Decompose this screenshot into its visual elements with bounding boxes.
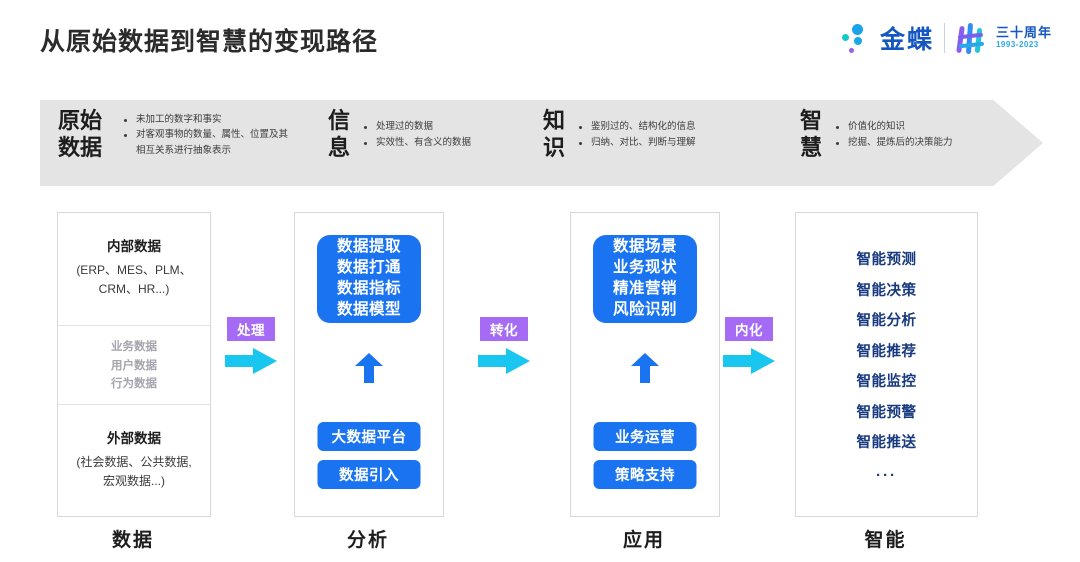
internal-data-section: 内部数据 (ERP、MES、PLM、 CRM、HR...) bbox=[58, 213, 210, 325]
data-type-item: 用户数据 bbox=[111, 359, 157, 372]
stage-title: 智 慧 bbox=[800, 108, 823, 160]
column-label-analysis: 分析 bbox=[346, 530, 389, 551]
application-strategy-pill: 策略支持 bbox=[593, 460, 697, 489]
bullet-dot-icon bbox=[579, 126, 583, 130]
intelligence-item: 智能推荐 bbox=[856, 343, 917, 360]
column-analysis: 数据提取 数据打通 数据指标 数据模型 大数据平台 数据引入 bbox=[294, 212, 444, 517]
intelligence-item: 智能预警 bbox=[856, 404, 917, 421]
up-arrow-icon bbox=[355, 353, 383, 383]
stage-title: 信 息 bbox=[328, 108, 351, 160]
analysis-capability-card: 数据提取 数据打通 数据指标 数据模型 bbox=[317, 235, 421, 323]
analysis-ingest-pill: 数据引入 bbox=[317, 460, 421, 489]
page-title: 从原始数据到智慧的变现路径 bbox=[40, 28, 379, 56]
external-data-section: 外部数据 (社会数据、公共数据, 宏观数据...) bbox=[58, 405, 210, 515]
connector-internalize: 内化 bbox=[718, 317, 780, 374]
bullet-dot-icon bbox=[836, 141, 840, 145]
anniversary-years: 1993-2023 bbox=[995, 39, 1039, 49]
data-type-item: 行为数据 bbox=[111, 378, 157, 391]
bullet-dot-icon bbox=[836, 126, 840, 130]
stage-bullets: 价值化的知识 挖掘、提炼后的决策能力 bbox=[836, 119, 953, 150]
stage-bullets: 未加工的数字和事实 对客观事物的数量、属性、位置及其相互关系进行抽象表示 bbox=[124, 112, 288, 158]
data-types-section: 业务数据 用户数据 行为数据 bbox=[58, 325, 210, 405]
intelligence-item: 智能监控 bbox=[856, 374, 917, 390]
up-arrow-icon bbox=[631, 353, 659, 383]
intelligence-list: 智能预测 智能决策 智能分析 智能推荐 智能监控 智能预警 智能推送 ··· bbox=[796, 213, 977, 484]
column-label-intelligence: 智能 bbox=[864, 530, 907, 551]
intelligence-item: 智能分析 bbox=[856, 313, 917, 329]
connector-process: 处理 bbox=[220, 317, 282, 374]
analysis-platform-pill: 大数据平台 bbox=[317, 422, 421, 451]
stage-title: 知 识 bbox=[543, 108, 566, 160]
brand-logo: 金蝶 三十周年 1993-2023 bbox=[840, 18, 1052, 58]
column-label-application: 应用 bbox=[622, 530, 665, 551]
stage-knowledge: 知 识 鉴别过的、结构化的信息 归纳、对比、判断与理解 bbox=[543, 108, 696, 162]
kingdee-dots-icon bbox=[840, 23, 870, 53]
stage-bullets: 鉴别过的、结构化的信息 归纳、对比、判断与理解 bbox=[579, 119, 696, 150]
anniversary-badge: 三十周年 1993-2023 bbox=[955, 22, 1052, 55]
intelligence-item: 智能决策 bbox=[856, 282, 917, 299]
stage-information: 信 息 处理过的数据 实效性、有含义的数据 bbox=[328, 108, 471, 162]
application-operations-pill: 业务运营 bbox=[593, 422, 697, 451]
bullet-dot-icon bbox=[124, 134, 127, 138]
stage-banner-content: 原始 数据 未加工的数字和事实 对客观事物的数量、属性、位置及其相互关系进行抽象… bbox=[40, 100, 1043, 186]
external-data-title: 外部数据 bbox=[107, 431, 161, 446]
stage-bullets: 处理过的数据 实效性、有含义的数据 bbox=[364, 119, 471, 150]
bullet-dot-icon bbox=[364, 126, 368, 130]
bullet-dot-icon bbox=[364, 141, 368, 145]
right-arrow-icon bbox=[723, 348, 775, 374]
column-label-data: 数据 bbox=[111, 530, 154, 551]
intelligence-item: 智能预测 bbox=[856, 252, 917, 268]
connector-label: 处理 bbox=[227, 317, 275, 341]
external-data-subtitle: (社会数据、公共数据, 宏观数据...) bbox=[76, 455, 192, 488]
bullet-dot-icon bbox=[579, 141, 583, 145]
stage-title: 原始 数据 bbox=[58, 108, 103, 160]
column-application: 数据场景 业务现状 精准营销 风险识别 业务运营 策略支持 bbox=[570, 212, 720, 517]
stage-banner-arrow bbox=[40, 100, 1043, 186]
brand-name: 金蝶 bbox=[879, 26, 934, 54]
connector-label: 转化 bbox=[480, 317, 528, 341]
connector-transform: 转化 bbox=[473, 317, 535, 374]
internal-data-subtitle: (ERP、MES、PLM、 CRM、HR...) bbox=[76, 263, 192, 296]
anniversary-label: 三十周年 bbox=[995, 25, 1052, 41]
column-intelligence: 智能预测 智能决策 智能分析 智能推荐 智能监控 智能预警 智能推送 ··· bbox=[795, 212, 978, 517]
column-data: 内部数据 (ERP、MES、PLM、 CRM、HR...) 业务数据 用户数据 … bbox=[57, 212, 211, 517]
intelligence-item: 智能推送 bbox=[856, 435, 917, 451]
right-arrow-icon bbox=[225, 348, 277, 374]
anniversary-mark-icon bbox=[955, 22, 989, 55]
application-scenario-card: 数据场景 业务现状 精准营销 风险识别 bbox=[593, 235, 697, 323]
connector-label: 内化 bbox=[725, 317, 773, 341]
brand-divider bbox=[943, 23, 945, 53]
data-type-item: 业务数据 bbox=[111, 341, 157, 353]
stage-raw-data: 原始 数据 未加工的数字和事实 对客观事物的数量、属性、位置及其相互关系进行抽象… bbox=[58, 108, 288, 162]
stage-wisdom: 智 慧 价值化的知识 挖掘、提炼后的决策能力 bbox=[800, 108, 953, 162]
intelligence-ellipsis: ··· bbox=[876, 466, 897, 484]
internal-data-title: 内部数据 bbox=[107, 239, 161, 254]
bullet-dot-icon bbox=[124, 118, 127, 122]
right-arrow-icon bbox=[478, 348, 530, 374]
